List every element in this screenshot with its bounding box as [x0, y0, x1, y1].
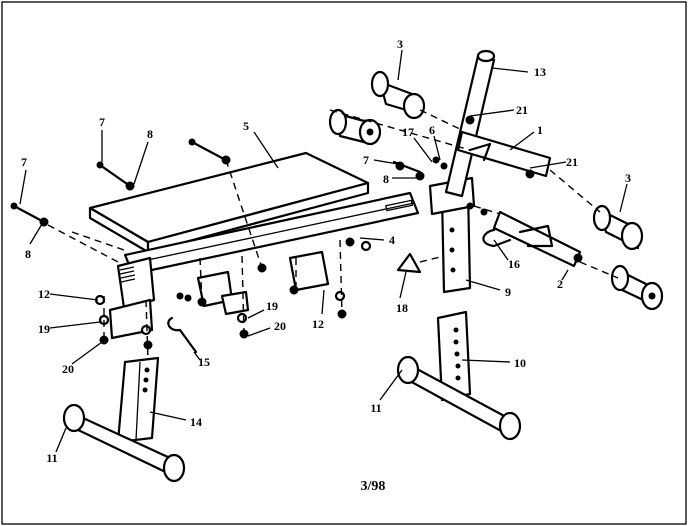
rear-end-cap-left: [396, 355, 420, 385]
snap-pin-16: [482, 228, 512, 248]
bench-assembly: [88, 151, 420, 354]
label-part-10: 10: [514, 356, 526, 370]
label-part-14: 14: [190, 415, 202, 429]
label-part-12-left: 12: [38, 287, 50, 301]
grip-pattern: [119, 266, 136, 283]
foam-roller-mid-left: [328, 108, 382, 146]
label-part-2: 2: [557, 277, 563, 291]
seat-pad-side: [146, 181, 370, 254]
label-part-9: 9: [505, 285, 511, 299]
label-part-15: 15: [198, 355, 210, 369]
label-part-20-mid: 20: [274, 319, 286, 333]
foam-roller-top-left: [370, 70, 426, 120]
leader-lines: [19, 49, 628, 453]
label-part-19-left: 19: [38, 322, 50, 336]
front-leg-assembly: [62, 356, 186, 483]
u-bracket-right: [288, 250, 330, 292]
label-part-21-top: 21: [516, 103, 528, 117]
label-part-20-left: 20: [62, 362, 74, 376]
lower-axle-2: [492, 210, 582, 268]
label-part-8-left: 8: [25, 247, 31, 261]
foam-roller-bottom-right: [610, 264, 664, 311]
label-part-11-right: 11: [370, 401, 381, 415]
rear-leg-post: [436, 310, 472, 402]
assembly-guides-right: [329, 109, 619, 279]
label-part-7-right: 7: [363, 153, 369, 167]
footer-code: 3/98: [361, 479, 386, 494]
foam-roller-top-right: [592, 204, 644, 251]
snap-pin-15: [167, 316, 198, 354]
label-part-11-left: 11: [46, 451, 57, 465]
label-part-17: 17: [402, 125, 414, 139]
u-bracket-small: [220, 290, 250, 316]
label-part-12-mid: 12: [312, 317, 324, 331]
label-part-7-top: 7: [99, 115, 105, 129]
frame-end-bracket: [116, 256, 156, 310]
label-part-4: 4: [389, 233, 395, 247]
frame-slot: [385, 199, 414, 212]
bench-frame-edge: [128, 202, 415, 265]
label-part-5: 5: [243, 119, 249, 133]
leg-extension-assembly: [328, 49, 664, 311]
part-labels: 3 13 21 1 21 6 17 7 8 3 5 8 7 7 8 4 12 1…: [21, 37, 631, 465]
label-part-16: 16: [508, 257, 520, 271]
label-part-19-mid: 19: [266, 299, 278, 313]
label-part-8-top: 8: [147, 127, 153, 141]
lower-bracket: [518, 224, 554, 248]
label-part-3-right: 3: [625, 171, 631, 185]
assembly-guides-left: [47, 159, 343, 361]
label-part-21-right: 21: [566, 155, 578, 169]
label-part-6: 6: [429, 123, 435, 137]
label-part-18: 18: [396, 301, 408, 315]
label-part-13: 13: [534, 65, 546, 79]
rear-leg-assembly: [396, 310, 522, 441]
rear-end-cap-right: [498, 411, 522, 441]
label-part-8-right: 8: [383, 172, 389, 186]
label-part-3-top: 3: [397, 37, 403, 51]
label-part-7-left: 7: [21, 155, 27, 169]
axle-bracket: [468, 142, 492, 162]
cross-axle-1: [456, 130, 552, 178]
knob-18: [396, 252, 422, 274]
label-part-1: 1: [537, 123, 543, 137]
end-cap-left: [62, 403, 86, 433]
end-cap-right: [162, 453, 186, 483]
